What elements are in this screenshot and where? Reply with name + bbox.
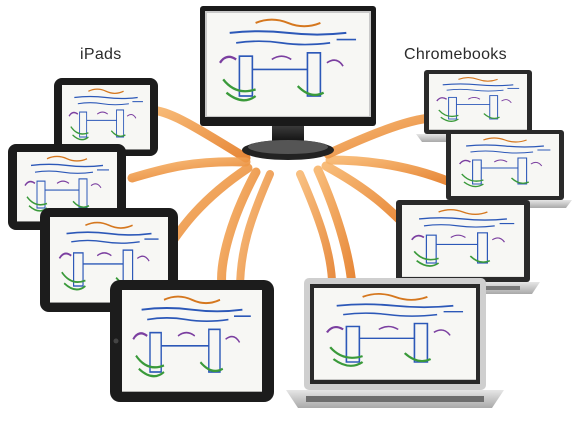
ipads-label: iPads — [80, 46, 122, 63]
monitor-hub-icon — [200, 6, 376, 160]
chromebooks-label: Chromebooks — [404, 46, 507, 63]
ipad-4 — [110, 280, 274, 402]
ipad-1 — [54, 78, 158, 156]
chromebook-2 — [438, 130, 572, 208]
chromebook-4 — [286, 278, 504, 408]
